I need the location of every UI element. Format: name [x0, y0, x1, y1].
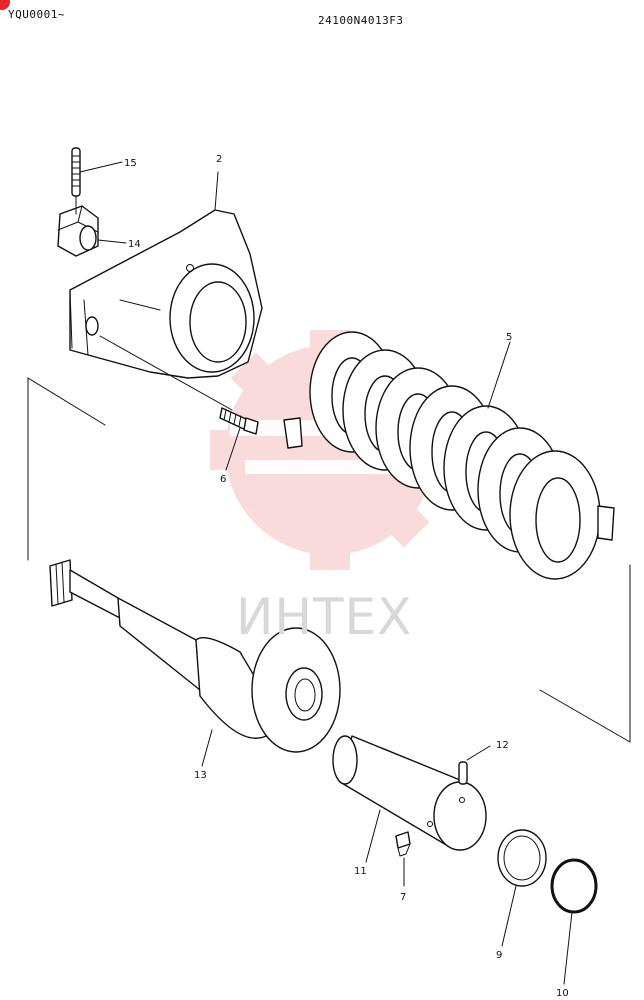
callout-5: 5 — [506, 332, 512, 343]
callout-9: 9 — [496, 950, 502, 961]
part-7-grease-fitting — [395, 831, 411, 887]
callout-2: 2 — [216, 154, 222, 165]
serial-range: YQU0001~ — [8, 8, 65, 21]
part-10-snap-ring — [550, 858, 598, 985]
assembly-bounding-lines — [27, 377, 631, 743]
part-14-hex-nut — [57, 195, 127, 257]
red-corner-badge — [0, 0, 10, 10]
callout-6: 6 — [220, 474, 226, 485]
document-number: 24100N4013F3 — [318, 14, 404, 27]
part-5-coil-spring — [283, 331, 615, 580]
part-6-bolt — [219, 407, 259, 471]
callout-7: 7 — [400, 892, 406, 903]
watermark-text: ИНТЕХ — [236, 588, 413, 646]
part-11-cylinder-sleeve — [332, 735, 487, 863]
part-2-yoke-bracket — [69, 171, 263, 411]
part-9-ring — [497, 829, 547, 947]
callout-11: 11 — [354, 866, 367, 877]
callout-15: 15 — [124, 158, 137, 169]
callout-10: 10 — [556, 988, 569, 999]
callout-12: 12 — [496, 740, 509, 751]
part-12-pin — [458, 745, 491, 785]
callout-13: 13 — [194, 770, 207, 781]
callout-14: 14 — [128, 239, 141, 250]
part-15-stud — [71, 147, 123, 197]
part-13-rod — [49, 559, 341, 767]
